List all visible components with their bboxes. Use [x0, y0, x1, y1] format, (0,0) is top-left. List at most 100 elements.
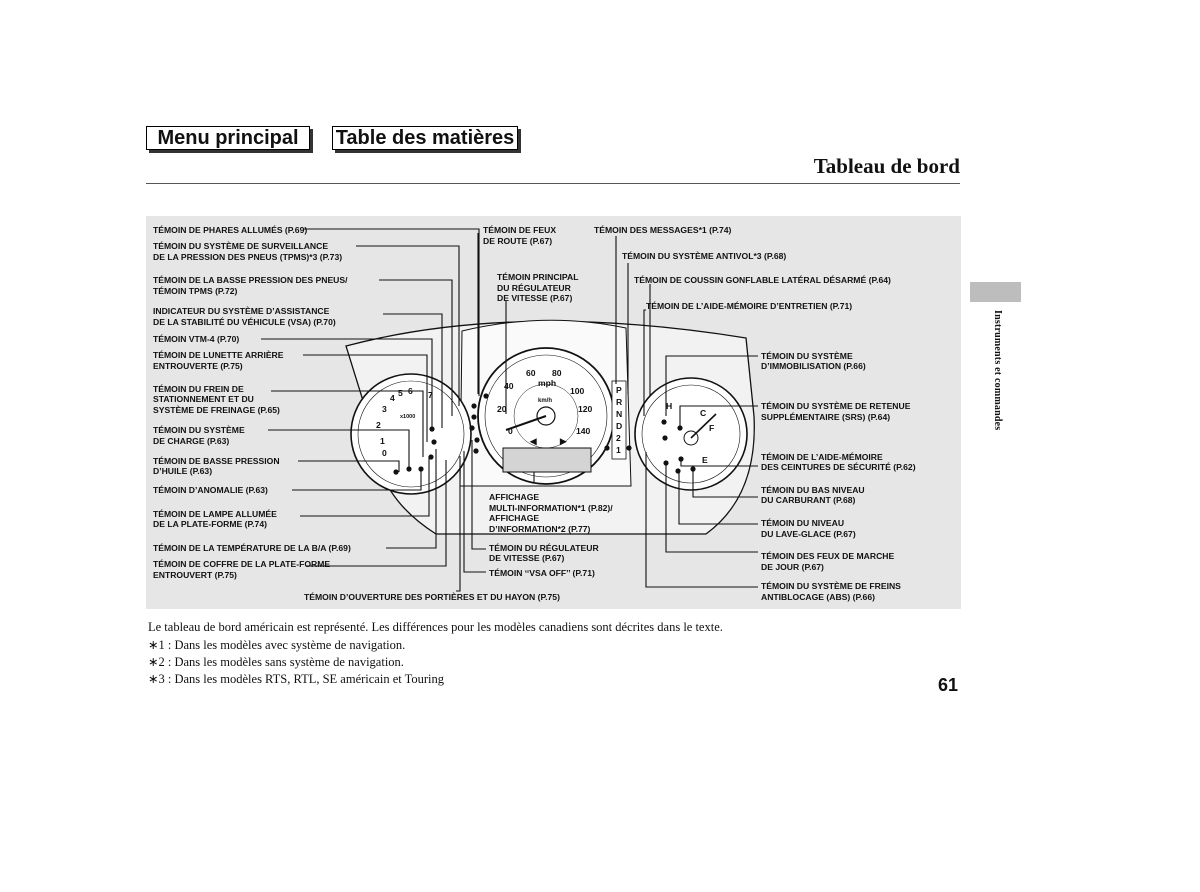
title-divider: [146, 183, 960, 184]
callout-trunk: TÉMOIN DE COFFRE DE LA PLATE-FORME: [153, 559, 330, 569]
callout-parking-brake: SYSTÈME DE FREINAGE (P.65): [153, 405, 280, 415]
gear-letter: N: [616, 409, 622, 419]
footnote-3: ∗3 : Dans les modèles RTS, RTL, SE améri…: [148, 672, 445, 686]
gear-letter: R: [616, 397, 623, 407]
callout-cruise-main: DE VITESSE (P.67): [497, 293, 572, 303]
callout-display: AFFICHAGE: [489, 513, 539, 523]
indicator-lamps: [393, 393, 696, 475]
gear-letter: 1: [616, 445, 621, 455]
tacho-tick: 1: [380, 436, 385, 446]
chapter-tab: [970, 282, 1021, 302]
speedo-tick: 120: [578, 404, 593, 414]
gear-letter: D: [616, 421, 622, 431]
callout-parking-brake: STATIONNEMENT ET DU: [153, 394, 254, 404]
instrument-panel-figure: 20 40 60 80 100 120 140 0 mph km/h ◀ ▶ 1…: [146, 216, 961, 609]
callout-tpms-system: TÉMOIN DU SYSTÈME DE SURVEILLANCE: [153, 241, 328, 251]
gear-letter: 2: [616, 433, 621, 443]
callout-cruise-main: DU RÉGULATEUR: [497, 283, 572, 293]
speedo-unit-secondary: km/h: [538, 398, 552, 404]
callout-vsa-off: TÉMOIN ‘‘VSA OFF’’ (P.71): [489, 568, 595, 578]
tacho-tick: 2: [376, 420, 381, 430]
callout-drl: TÉMOIN DES FEUX DE MARCHE: [761, 551, 894, 561]
callout-parking-brake: TÉMOIN DU FREIN DE: [153, 384, 244, 394]
callout-vsa: INDICATEUR DU SYSTÈME D’ASSISTANCE: [153, 306, 330, 316]
callout-seatbelt: DES CEINTURES DE SÉCURITÉ (P.62): [761, 462, 916, 472]
callout-low-tire: TÉMOIN TPMS (P.72): [153, 286, 237, 296]
speedo-tick: 80: [552, 368, 562, 378]
callout-cruise-control: DE VITESSE (P.67): [489, 553, 564, 563]
callout-display: AFFICHAGE: [489, 492, 539, 502]
callout-oil-pressure: D’HUILE (P.63): [153, 466, 212, 476]
speedo-tick: 20: [497, 404, 507, 414]
tacho-tick: 7: [428, 390, 433, 400]
callouts-left: TÉMOIN DE PHARES ALLUMÉS (P.69) TÉMOIN D…: [153, 225, 351, 580]
tacho-tick: 5: [398, 388, 403, 398]
cluster-housing: [345, 319, 755, 535]
callout-malfunction: TÉMOIN D’ANOMALIE (P.63): [153, 485, 268, 495]
tacho-tick: 3: [382, 404, 387, 414]
callout-cruise-main: TÉMOIN PRINCIPAL: [497, 272, 578, 282]
callout-high-beam: TÉMOIN DE FEUX: [483, 225, 556, 235]
callout-rear-window: TÉMOIN DE LUNETTE ARRIÈRE: [153, 350, 284, 360]
callout-high-beam: DE ROUTE (P.67): [483, 236, 552, 246]
fuel-empty: E: [702, 455, 708, 465]
speedo-unit: mph: [538, 378, 556, 388]
callout-charging: DE CHARGE (P.63): [153, 436, 229, 446]
turn-right-arrow: ▶: [559, 436, 568, 446]
main-menu-button[interactable]: Menu principal: [146, 126, 310, 150]
callout-antitheft: TÉMOIN DU SYSTÈME ANTIVOL*3 (P.68): [622, 251, 786, 261]
footnote-2: ∗2 : Dans les modèles sans système de na…: [148, 655, 404, 669]
callout-bed-lamp: DE LA PLATE-FORME (P.74): [153, 519, 267, 529]
callouts-right: TÉMOIN DES MESSAGES*1 (P.74) TÉMOIN DU S…: [594, 225, 916, 602]
callout-messages: TÉMOIN DES MESSAGES*1 (P.74): [594, 225, 732, 235]
chapter-label: Instruments et commandes: [992, 310, 1003, 431]
tacho-unit: x1000: [400, 414, 415, 420]
speedo-tick: 60: [526, 368, 536, 378]
callout-trunk: ENTROUVERT (P.75): [153, 570, 237, 580]
callout-atf-temp: TÉMOIN DE LA TEMPÉRATURE DE LA B/A (P.69…: [153, 543, 351, 553]
callout-rear-window: ENTROUVERTE (P.75): [153, 361, 243, 371]
callout-washer: TÉMOIN DU NIVEAU: [761, 518, 844, 528]
page-number: 61: [938, 675, 959, 695]
callout-abs: TÉMOIN DU SYSTÈME DE FREINS: [761, 581, 901, 591]
speedo-tick: 100: [570, 386, 585, 396]
callout-immobilizer: TÉMOIN DU SYSTÈME: [761, 351, 853, 361]
callout-seatbelt: TÉMOIN DE L’AIDE-MÉMOIRE: [761, 452, 883, 462]
callout-display: D’INFORMATION*2 (P.77): [489, 524, 591, 534]
temp-cold: C: [700, 408, 706, 418]
fuel-full: F: [709, 423, 714, 433]
callout-low-tire: TÉMOIN DE LA BASSE PRESSION DES PNEUS/: [153, 275, 348, 285]
callout-oil-pressure: TÉMOIN DE BASSE PRESSION: [153, 456, 280, 466]
temp-hot: H: [666, 401, 672, 411]
turn-left-arrow: ◀: [529, 436, 538, 446]
callout-side-airbag: TÉMOIN DE COUSSIN GONFLABLE LATÉRAL DÉSA…: [634, 275, 891, 285]
callout-vsa: DE LA STABILITÉ DU VÉHICULE (VSA) (P.70): [153, 317, 336, 327]
callout-immobilizer: D’IMMOBILISATION (P.66): [761, 361, 866, 371]
speedo-tick: 0: [508, 426, 513, 436]
page-title: Tableau de bord: [813, 154, 960, 178]
callout-doors: TÉMOIN D’OUVERTURE DES PORTIÈRES ET DU H…: [304, 592, 560, 602]
callout-headlights: TÉMOIN DE PHARES ALLUMÉS (P.69): [153, 225, 307, 235]
callout-srs: TÉMOIN DU SYSTÈME DE RETENUE: [761, 401, 911, 411]
callout-drl: DE JOUR (P.67): [761, 562, 824, 572]
callout-abs: ANTIBLOCAGE (ABS) (P.66): [761, 592, 875, 602]
callout-low-fuel: DU CARBURANT (P.68): [761, 495, 856, 505]
callout-tpms-system: DE LA PRESSION DES PNEUS (TPMS)*3 (P.73): [153, 252, 342, 262]
gear-letter: P: [616, 385, 622, 395]
leader-lines: [261, 228, 758, 592]
tacho-tick: 4: [390, 393, 395, 403]
speedo-tick: 140: [576, 426, 591, 436]
footnote-1: ∗1 : Dans les modèles avec système de na…: [148, 638, 406, 652]
tacho-tick: 0: [382, 448, 387, 458]
callout-display: MULTI-INFORMATION*1 (P.82)/: [489, 503, 613, 513]
callout-charging: TÉMOIN DU SYSTÈME: [153, 425, 245, 435]
callout-srs: SUPPLÉMENTAIRE (SRS) (P.64): [761, 412, 890, 422]
callout-maintenance: TÉMOIN DE L’AIDE-MÉMOIRE D’ENTRETIEN (P.…: [646, 301, 852, 311]
callout-bed-lamp: TÉMOIN DE LAMPE ALLUMÉE: [153, 509, 277, 519]
callout-vtm4: TÉMOIN VTM-4 (P.70): [153, 334, 239, 344]
callout-washer: DU LAVE-GLACE (P.67): [761, 529, 856, 539]
speedo-tick: 40: [504, 381, 514, 391]
table-of-contents-button[interactable]: Table des matières: [332, 126, 518, 150]
callout-cruise-control: TÉMOIN DU RÉGULATEUR: [489, 543, 599, 553]
instrument-panel-diagram: 20 40 60 80 100 120 140 0 mph km/h ◀ ▶ 1…: [153, 225, 916, 602]
